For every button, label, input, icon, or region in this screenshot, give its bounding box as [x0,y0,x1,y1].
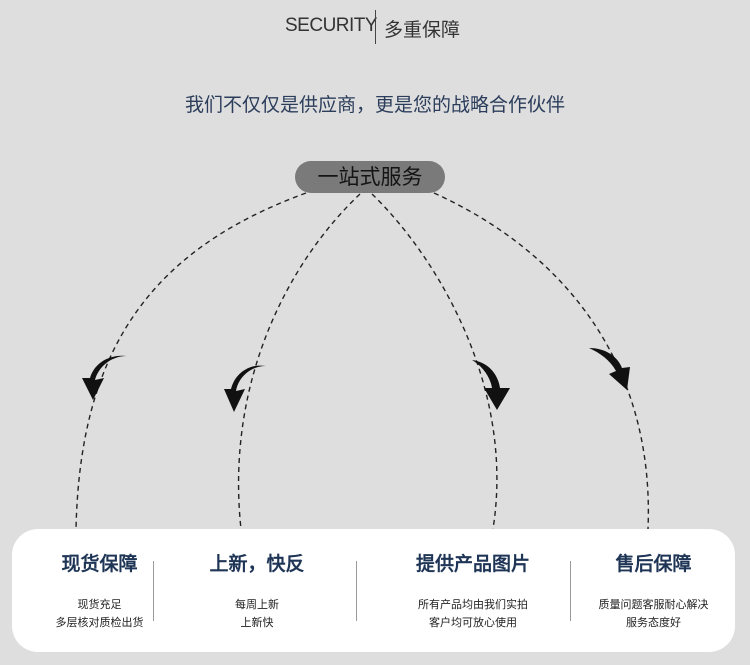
feature-desc-line: 现货充足 [77,598,122,611]
feature-divider [153,561,154,621]
feature-desc: 现货充足 多层核对质检出货 [12,596,187,632]
connector-arc-4 [433,192,650,530]
partner-subtitle: 我们不仅仅是供应商，更是您的战略合作伙伴 [184,94,565,116]
connector-arc-2 [237,193,361,530]
guarantee-card: 现货保障 现货充足 多层核对质检出货 上新，快反 每周上新 上新快 提供产品图片… [12,529,735,652]
feature-divider [570,561,571,621]
header-title-en: SECURITY [285,15,378,36]
header-divider [375,10,376,44]
arrow-2 [224,365,266,412]
feature-divider [356,561,357,621]
one-stop-service-node: 一站式服务 [295,161,445,193]
feature-desc-line: 客户均可放心使用 [429,616,517,629]
feature-title: 售后保障 [615,553,692,575]
arrow-4 [589,348,630,390]
header-title-cn: 多重保障 [384,19,461,41]
section-header: SECURITY 多重保障 [0,10,750,44]
connector-arc-3 [371,193,498,530]
feature-desc: 所有产品均由我们实拍 客户均可放心使用 [358,596,588,632]
feature-title: 提供产品图片 [415,553,530,575]
feature-desc-line: 所有产品均由我们实拍 [418,598,528,611]
feature-desc-line: 质量问题客服耐心解决 [598,598,709,611]
feature-desc-line: 服务态度好 [626,616,681,629]
feature-title: 现货保障 [61,553,138,575]
feature-desc: 每周上新 上新快 [155,596,359,632]
feature-desc-line: 多层核对质检出货 [55,616,144,629]
arrow-1 [82,355,127,400]
arrow-3 [472,360,510,410]
feature-desc-line: 上新快 [240,616,274,629]
feature-desc: 质量问题客服耐心解决 服务态度好 [572,596,735,632]
feature-desc-line: 每周上新 [235,598,279,611]
feature-title: 上新，快反 [209,553,305,575]
connector-arc-1 [75,192,307,530]
